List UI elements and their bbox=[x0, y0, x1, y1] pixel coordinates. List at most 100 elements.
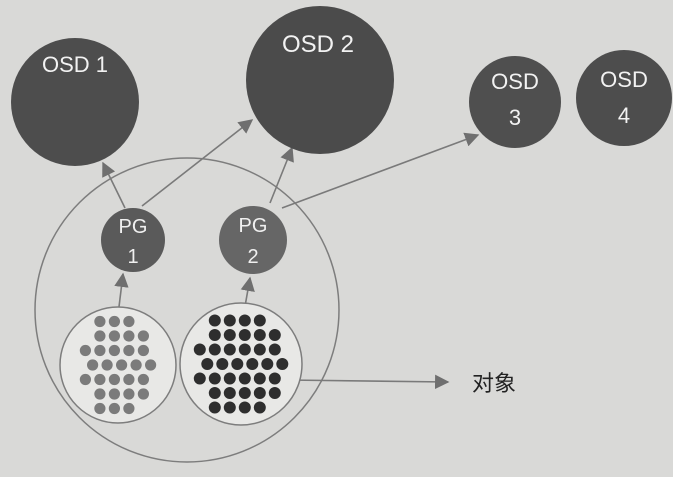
object-dot bbox=[108, 330, 120, 342]
object-dot bbox=[231, 358, 244, 370]
osd-3: OSD 3 bbox=[469, 56, 561, 148]
object-dot bbox=[223, 314, 236, 327]
osd-3-circle bbox=[469, 56, 561, 148]
object-dot bbox=[276, 358, 289, 370]
object-dot bbox=[94, 344, 106, 357]
object-dot bbox=[108, 373, 120, 386]
object-dot bbox=[253, 329, 266, 341]
object-dot bbox=[223, 343, 236, 356]
object-dot bbox=[223, 401, 236, 414]
object-dot bbox=[123, 402, 135, 415]
object-dot bbox=[101, 359, 113, 371]
osd-1-label: OSD 1 bbox=[42, 52, 108, 77]
object-dot bbox=[208, 387, 221, 399]
mapping-arrows bbox=[102, 119, 480, 390]
object-dot bbox=[130, 359, 142, 371]
osd-4: OSD 4 bbox=[576, 50, 672, 146]
object-dot bbox=[137, 388, 149, 400]
object-dot bbox=[223, 387, 236, 399]
object-dot bbox=[123, 388, 135, 400]
object-dot bbox=[268, 343, 281, 356]
object-dot bbox=[94, 402, 106, 415]
object-dot bbox=[145, 359, 157, 371]
pg-1-circle bbox=[101, 208, 165, 272]
object-dot bbox=[108, 315, 120, 328]
object-dot bbox=[208, 372, 221, 385]
object-dot bbox=[268, 372, 281, 385]
object-dot bbox=[253, 387, 266, 399]
object-dot bbox=[268, 329, 281, 341]
object-label: 对象 bbox=[472, 372, 516, 397]
arrow-object-to-label bbox=[285, 374, 450, 390]
pg-1-label-line2: 1 bbox=[127, 246, 138, 268]
object-dot bbox=[261, 358, 274, 370]
object-dot bbox=[208, 314, 221, 327]
object-dot bbox=[137, 344, 149, 357]
object-dot bbox=[116, 359, 128, 371]
object-dot bbox=[253, 314, 266, 327]
object-dot bbox=[253, 343, 266, 356]
osd-2-label: OSD 2 bbox=[282, 31, 354, 58]
object-pool-2 bbox=[179, 302, 303, 426]
object-dot bbox=[108, 402, 120, 415]
object-dot bbox=[123, 315, 135, 328]
osd-4-label-line1: OSD bbox=[600, 67, 648, 92]
osd-2-circle bbox=[246, 6, 394, 154]
pg-2-label-line1: PG bbox=[239, 215, 268, 237]
object-dot bbox=[238, 343, 251, 356]
pg-group-circle bbox=[34, 157, 340, 463]
object-dot bbox=[123, 330, 135, 342]
object-pool-2-dots bbox=[193, 314, 289, 414]
object-dot bbox=[238, 401, 251, 414]
object-dot bbox=[246, 358, 259, 370]
object-dot bbox=[193, 372, 206, 385]
pg-2-label-line2: 2 bbox=[247, 246, 258, 268]
object-dot bbox=[79, 344, 91, 357]
object-dot bbox=[123, 373, 135, 386]
object-dot bbox=[208, 343, 221, 356]
object-dot bbox=[108, 344, 120, 357]
object-dot bbox=[238, 314, 251, 327]
object-dot bbox=[223, 329, 236, 341]
osd-3-label-line2: 3 bbox=[509, 105, 521, 130]
osd-3-label-line1: OSD bbox=[491, 69, 539, 94]
osd-2: OSD 2 bbox=[246, 6, 394, 154]
pg-1: PG 1 bbox=[101, 208, 165, 272]
object-dot bbox=[253, 401, 266, 414]
object-dot bbox=[94, 315, 106, 328]
osd-1: OSD 1 bbox=[11, 38, 139, 166]
arrow-pg1-to-osd1 bbox=[102, 161, 126, 209]
object-dot bbox=[108, 388, 120, 400]
object-dot bbox=[201, 358, 214, 370]
object-dot bbox=[137, 330, 149, 342]
object-dot bbox=[238, 329, 251, 341]
osd-4-label-line2: 4 bbox=[618, 103, 630, 128]
object-dot bbox=[268, 387, 281, 399]
pg-1-label-line1: PG bbox=[119, 216, 148, 238]
object-dot bbox=[238, 372, 251, 385]
object-dot bbox=[193, 343, 206, 356]
arrow-pg1-to-osd2 bbox=[141, 119, 254, 207]
object-dot bbox=[94, 373, 106, 386]
pg-2-circle bbox=[219, 206, 287, 274]
object-dot bbox=[208, 401, 221, 414]
object-dot bbox=[94, 330, 106, 342]
object-dot bbox=[94, 388, 106, 400]
object-dot bbox=[253, 372, 266, 385]
object-dot bbox=[238, 387, 251, 399]
object-dot bbox=[87, 359, 99, 371]
object-dot bbox=[123, 344, 135, 357]
object-dot bbox=[223, 372, 236, 385]
arrow-pg2-to-osd3 bbox=[281, 132, 480, 209]
osd-1-circle bbox=[11, 38, 139, 166]
arrow-pg2-to-osd2 bbox=[269, 146, 294, 204]
object-pool-1-dots bbox=[79, 315, 157, 415]
object-pool-1 bbox=[59, 306, 177, 424]
object-dot bbox=[216, 358, 229, 370]
object-dot bbox=[137, 373, 149, 386]
object-dot bbox=[208, 329, 221, 341]
object-dot bbox=[79, 373, 91, 386]
pg-2: PG 2 bbox=[219, 206, 287, 274]
osd-4-circle bbox=[576, 50, 672, 146]
